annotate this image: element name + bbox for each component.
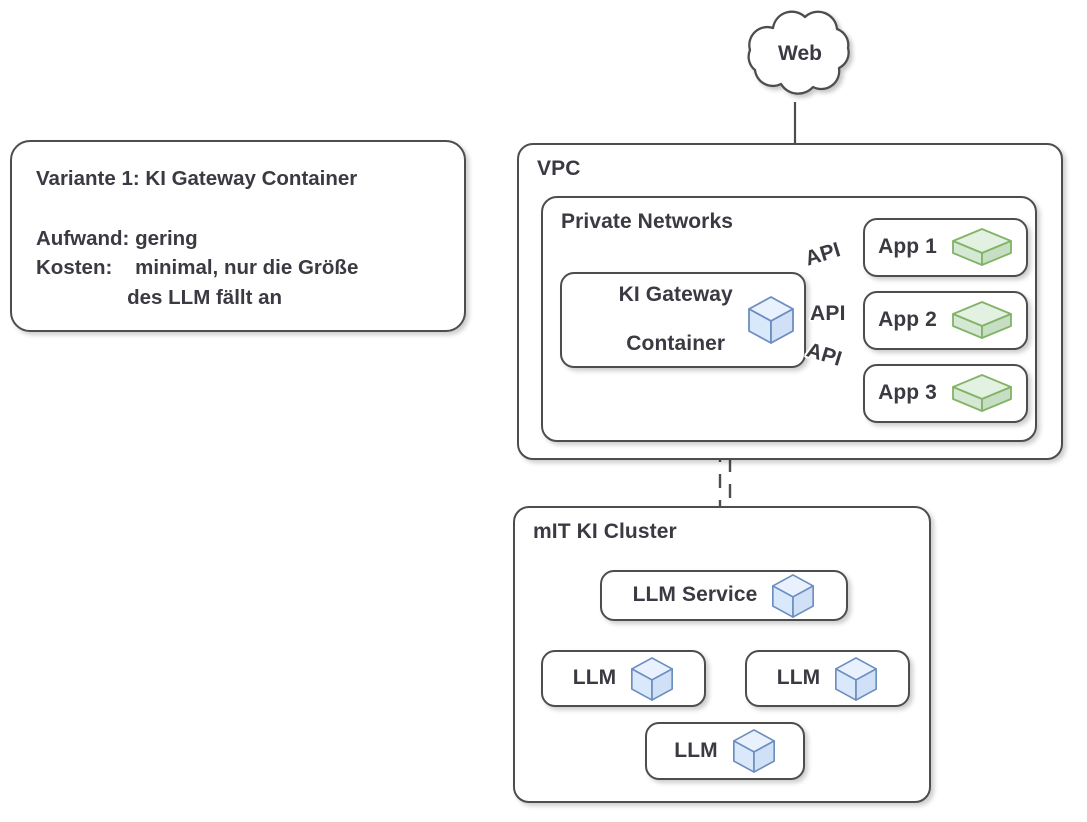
ki-gateway-label-line1: KI Gateway	[618, 282, 733, 306]
llm-node-right[interactable]: LLM	[745, 650, 910, 707]
info-box-line-aufwand: Aufwand: gering	[36, 226, 198, 250]
llm-node-bottom[interactable]: LLM	[645, 722, 805, 780]
cube-icon	[732, 729, 775, 773]
app-slab-icon	[952, 373, 1012, 412]
llm-node-left[interactable]: LLM	[541, 650, 706, 707]
llm-service-label: LLM Service	[632, 583, 758, 607]
info-box-line-kosten-cont: des LLM fällt an	[36, 286, 283, 310]
app-2-node[interactable]: App 2	[863, 291, 1028, 350]
llm-service-node[interactable]: LLM Service	[600, 570, 848, 621]
llm-bottom-label: LLM	[674, 738, 718, 762]
vpc-title: VPC	[537, 157, 581, 180]
llm-left-label: LLM	[572, 666, 617, 690]
info-box: Variante 1: KI Gateway Container Aufwand…	[10, 140, 466, 332]
web-cloud-shape	[747, 10, 850, 95]
mit-ki-cluster-title: mIT KI Cluster	[533, 520, 677, 543]
api-label-app2: API	[810, 302, 846, 325]
info-box-line-kosten: Kosten: minimal, nur die Größe	[36, 256, 359, 280]
app-slab-icon	[952, 300, 1012, 339]
app-3-label: App 3	[878, 381, 937, 405]
app-1-node[interactable]: App 1	[863, 218, 1028, 277]
ki-gateway-label: KI Gateway Container	[571, 258, 733, 382]
info-box-heading: Variante 1: KI Gateway Container	[36, 167, 358, 190]
app-2-label: App 2	[878, 308, 937, 332]
info-box-text: Variante 1: KI Gateway Container Aufwand…	[36, 164, 358, 313]
cube-icon	[631, 656, 674, 701]
app-slab-icon	[952, 227, 1012, 266]
app-3-node[interactable]: App 3	[863, 364, 1028, 423]
ki-gateway-container-node[interactable]: KI Gateway Container	[560, 272, 806, 368]
ki-gateway-label-line2: Container	[626, 332, 726, 356]
cube-icon	[747, 296, 794, 344]
app-1-label: App 1	[878, 235, 937, 259]
llm-right-label: LLM	[776, 666, 821, 690]
cube-icon	[835, 656, 878, 701]
cube-icon	[772, 573, 815, 618]
web-cloud-label: Web	[778, 42, 822, 65]
private-networks-title: Private Networks	[561, 210, 734, 233]
